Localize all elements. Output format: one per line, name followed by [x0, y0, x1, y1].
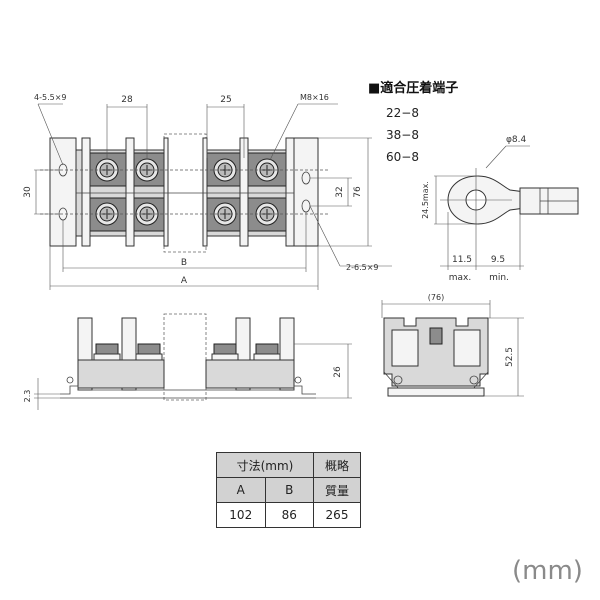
- height-76-label: 76: [353, 186, 363, 198]
- terminal-width-a: 11.5: [452, 255, 472, 265]
- end-view: (76) 52.5: [381, 293, 524, 397]
- side-dim-23: 2.3: [23, 390, 32, 403]
- hole-note-left: 4-5.5×9: [34, 93, 67, 102]
- terminal-width-b-sub: min.: [489, 273, 509, 283]
- table-row: A B 質量: [216, 477, 361, 503]
- value-a: 102: [216, 502, 266, 528]
- spec-table: 寸法(mm) 概略 A B 質量 102 86 265: [216, 452, 361, 528]
- header-dims: 寸法(mm): [216, 452, 314, 478]
- terminal-width-a-sub: max.: [449, 273, 471, 283]
- dim-a-label: A: [181, 276, 188, 286]
- height-32-label: 32: [335, 186, 345, 197]
- table-row: 寸法(mm) 概略: [216, 452, 361, 478]
- col-weight: 質量: [313, 477, 361, 503]
- height-30-label: 30: [23, 186, 33, 198]
- terminal-width-b: 9.5: [491, 255, 505, 265]
- col-b: B: [264, 477, 314, 503]
- side-view: 2.3 26: [23, 313, 352, 410]
- end-dim-76: (76): [428, 293, 444, 302]
- terminal-height: 24.5max.: [421, 181, 430, 219]
- terminal-info: ■適合圧着端子 22−8 38−8 60−8 φ8.4 24.5max. 11.…: [368, 80, 579, 283]
- side-dim-26: 26: [333, 366, 343, 378]
- top-view: 28 25 4-5.5×9 M8×16 30 32 76 B: [23, 93, 392, 290]
- terminal-heading: ■適合圧着端子: [368, 80, 458, 96]
- header-weight: 概略: [313, 452, 361, 478]
- value-b: 86: [264, 502, 314, 528]
- terminal-item-2: 38−8: [386, 128, 419, 142]
- col-a: A: [216, 477, 266, 503]
- unit-label: (mm): [512, 556, 583, 586]
- terminal-item-1: 22−8: [386, 106, 419, 120]
- dim-b-label: B: [181, 258, 187, 268]
- table-row: 102 86 265: [216, 502, 361, 528]
- screw-size-label: M8×16: [300, 93, 329, 102]
- pitch-25-label: 25: [220, 95, 231, 105]
- terminal-diameter: φ8.4: [506, 135, 527, 145]
- terminal-item-3: 60−8: [386, 150, 419, 164]
- hole-note-right: 2-6.5×9: [346, 263, 379, 272]
- end-dim-525: 52.5: [505, 347, 515, 367]
- value-weight: 265: [313, 502, 361, 528]
- pitch-28-label: 28: [121, 95, 133, 105]
